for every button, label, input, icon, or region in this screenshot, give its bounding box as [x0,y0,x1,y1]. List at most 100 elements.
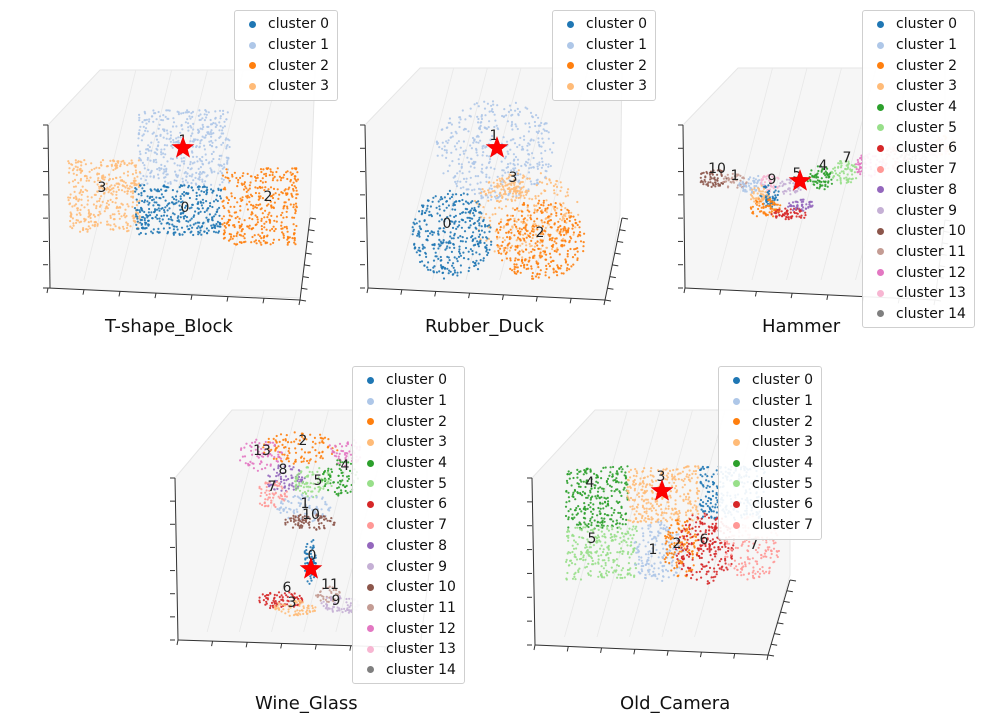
legend-label: cluster 3 [386,434,447,450]
legend-label: cluster 6 [386,496,447,512]
legend-entry: cluster 3 [559,76,647,97]
cluster-number-label: 5 [314,473,323,489]
legend-marker-icon [367,501,374,508]
legend-marker-icon [367,584,374,591]
legend-label: cluster 0 [896,16,957,32]
legend-entry: cluster 2 [725,411,813,432]
axes-pane [365,68,622,300]
legend-marker-icon [877,21,884,28]
legend-marker-icon [367,460,374,467]
panel-title: T-shape_Block [105,316,233,337]
legend-marker-icon [249,62,256,69]
legend-entry: cluster 2 [559,55,647,76]
legend-entry: cluster 8 [869,180,966,201]
legend-label: cluster 6 [896,140,957,156]
legend-entry: cluster 7 [359,515,456,536]
legend-marker-icon [367,418,374,425]
cluster-number-label: 2 [673,536,682,552]
cluster-number-label: 5 [588,531,597,547]
legend-entry: cluster 9 [359,556,456,577]
legend-label: cluster 5 [752,476,813,492]
legend-marker-icon [733,501,740,508]
legend-entry: cluster 6 [725,494,813,515]
legend-marker-icon [733,460,740,467]
legend-marker-icon [877,42,884,49]
cluster-number-label: 1 [649,542,658,558]
cluster-number-label: 0 [443,216,452,232]
legend-label: cluster 2 [896,58,957,74]
cluster-number-label: 4 [819,158,828,174]
legend-entry: cluster 0 [359,370,456,391]
legend-marker-icon [567,21,574,28]
cluster-number-label: 11 [321,577,339,593]
cluster-number-label: 1 [731,168,740,184]
legend-label: cluster 1 [386,393,447,409]
legend-entry: cluster 1 [359,391,456,412]
legend-entry: cluster 3 [241,76,329,97]
legend-label: cluster 13 [896,285,966,301]
legend-entry: cluster 3 [869,76,966,97]
legend-marker-icon [877,207,884,214]
legend-entry: cluster 1 [241,35,329,56]
legend-label: cluster 6 [752,496,813,512]
cluster-number-label: 10 [302,507,320,523]
legend-entry: cluster 1 [869,35,966,56]
legend-marker-icon [877,62,884,69]
cluster-number-label: 10 [708,161,726,177]
legend-marker-icon [367,666,374,673]
legend-entry: cluster 0 [241,14,329,35]
legend-marker-icon [367,604,374,611]
legend-label: cluster 11 [896,244,966,260]
legend-entry: cluster 1 [725,391,813,412]
legend-entry: cluster 5 [359,473,456,494]
legend-label: cluster 12 [386,621,456,637]
legend-entry: cluster 0 [559,14,647,35]
legend-marker-icon [733,377,740,384]
legend-label: cluster 0 [268,16,329,32]
legend-entry: cluster 11 [359,598,456,619]
legend-marker-icon [877,310,884,317]
panel-title: Hammer [762,316,840,337]
panel-title: Rubber_Duck [425,316,544,337]
legend: cluster 0 cluster 1 cluster 2 cluster 3 [234,10,338,101]
legend-label: cluster 4 [752,455,813,471]
legend-label: cluster 8 [386,538,447,554]
legend-entry: cluster 3 [725,432,813,453]
legend-label: cluster 10 [896,223,966,239]
cluster-number-label: 8 [279,462,288,478]
legend-label: cluster 0 [752,372,813,388]
legend-marker-icon [877,186,884,193]
cluster-number-label: 3 [288,595,297,611]
legend-marker-icon [249,83,256,90]
legend-label: cluster 2 [268,58,329,74]
legend-entry: cluster 10 [869,221,966,242]
cluster-number-label: 2 [536,225,545,241]
legend-marker-icon [567,42,574,49]
legend-label: cluster 11 [386,600,456,616]
legend-marker-icon [733,480,740,487]
legend-label: cluster 8 [896,182,957,198]
legend-label: cluster 5 [386,476,447,492]
legend-label: cluster 9 [896,203,957,219]
legend-marker-icon [877,248,884,255]
cluster-number-label: 3 [98,180,107,196]
legend-marker-icon [877,290,884,297]
legend-label: cluster 14 [896,306,966,322]
legend-entry: cluster 5 [869,117,966,138]
legend-label: cluster 4 [386,455,447,471]
legend-marker-icon [567,83,574,90]
legend-marker-icon [877,145,884,152]
legend-marker-icon [367,625,374,632]
legend-entry: cluster 5 [725,473,813,494]
legend-label: cluster 2 [386,414,447,430]
legend-marker-icon [877,83,884,90]
legend: cluster 0 cluster 1 cluster 2 cluster 3 clus… [862,10,975,328]
legend-label: cluster 7 [896,161,957,177]
cluster-number-label: 7 [268,479,277,495]
